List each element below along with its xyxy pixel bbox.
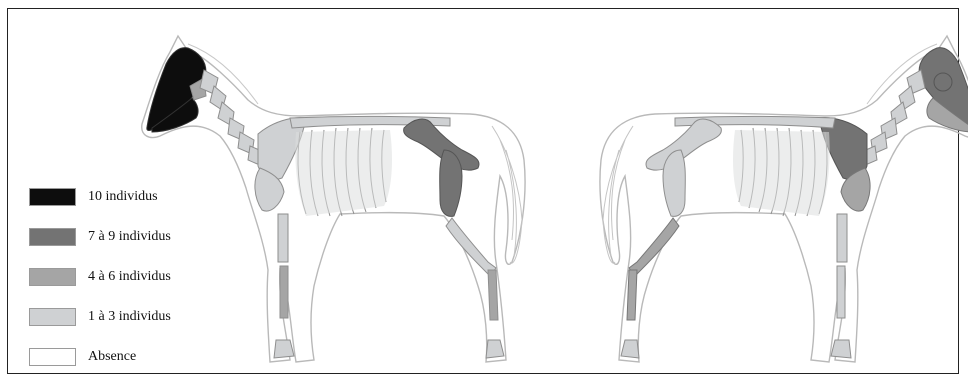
legend-label-4-6: 4 à 6 individus — [88, 269, 171, 285]
legend-swatch-7-9 — [29, 228, 76, 246]
right-fore-cannon — [837, 266, 845, 318]
legend-item-10: 10 individus — [29, 186, 158, 208]
legend-label-10: 10 individus — [88, 189, 158, 205]
right-hind-cannon — [627, 270, 637, 320]
legend-label-7-9: 7 à 9 individus — [88, 229, 171, 245]
legend-swatch-4-6 — [29, 268, 76, 286]
right-cervical-vertebrae — [861, 70, 925, 166]
legend-item-4-6: 4 à 6 individus — [29, 266, 171, 288]
legend-item-7-9: 7 à 9 individus — [29, 226, 171, 248]
legend-label-absence: Absence — [88, 349, 136, 365]
right-ribcage-fill — [733, 130, 830, 216]
legend-item-absence: Absence — [29, 346, 136, 368]
legend-swatch-1-3 — [29, 308, 76, 326]
right-femur — [663, 150, 685, 216]
right-radius — [837, 214, 847, 262]
legend-swatch-10 — [29, 188, 76, 206]
legend-swatch-absence — [29, 348, 76, 366]
right-fore-hoof — [831, 340, 851, 358]
legend-item-1-3: 1 à 3 individus — [29, 306, 171, 328]
legend-label-1-3: 1 à 3 individus — [88, 309, 171, 325]
right-hind-hoof — [621, 340, 639, 358]
